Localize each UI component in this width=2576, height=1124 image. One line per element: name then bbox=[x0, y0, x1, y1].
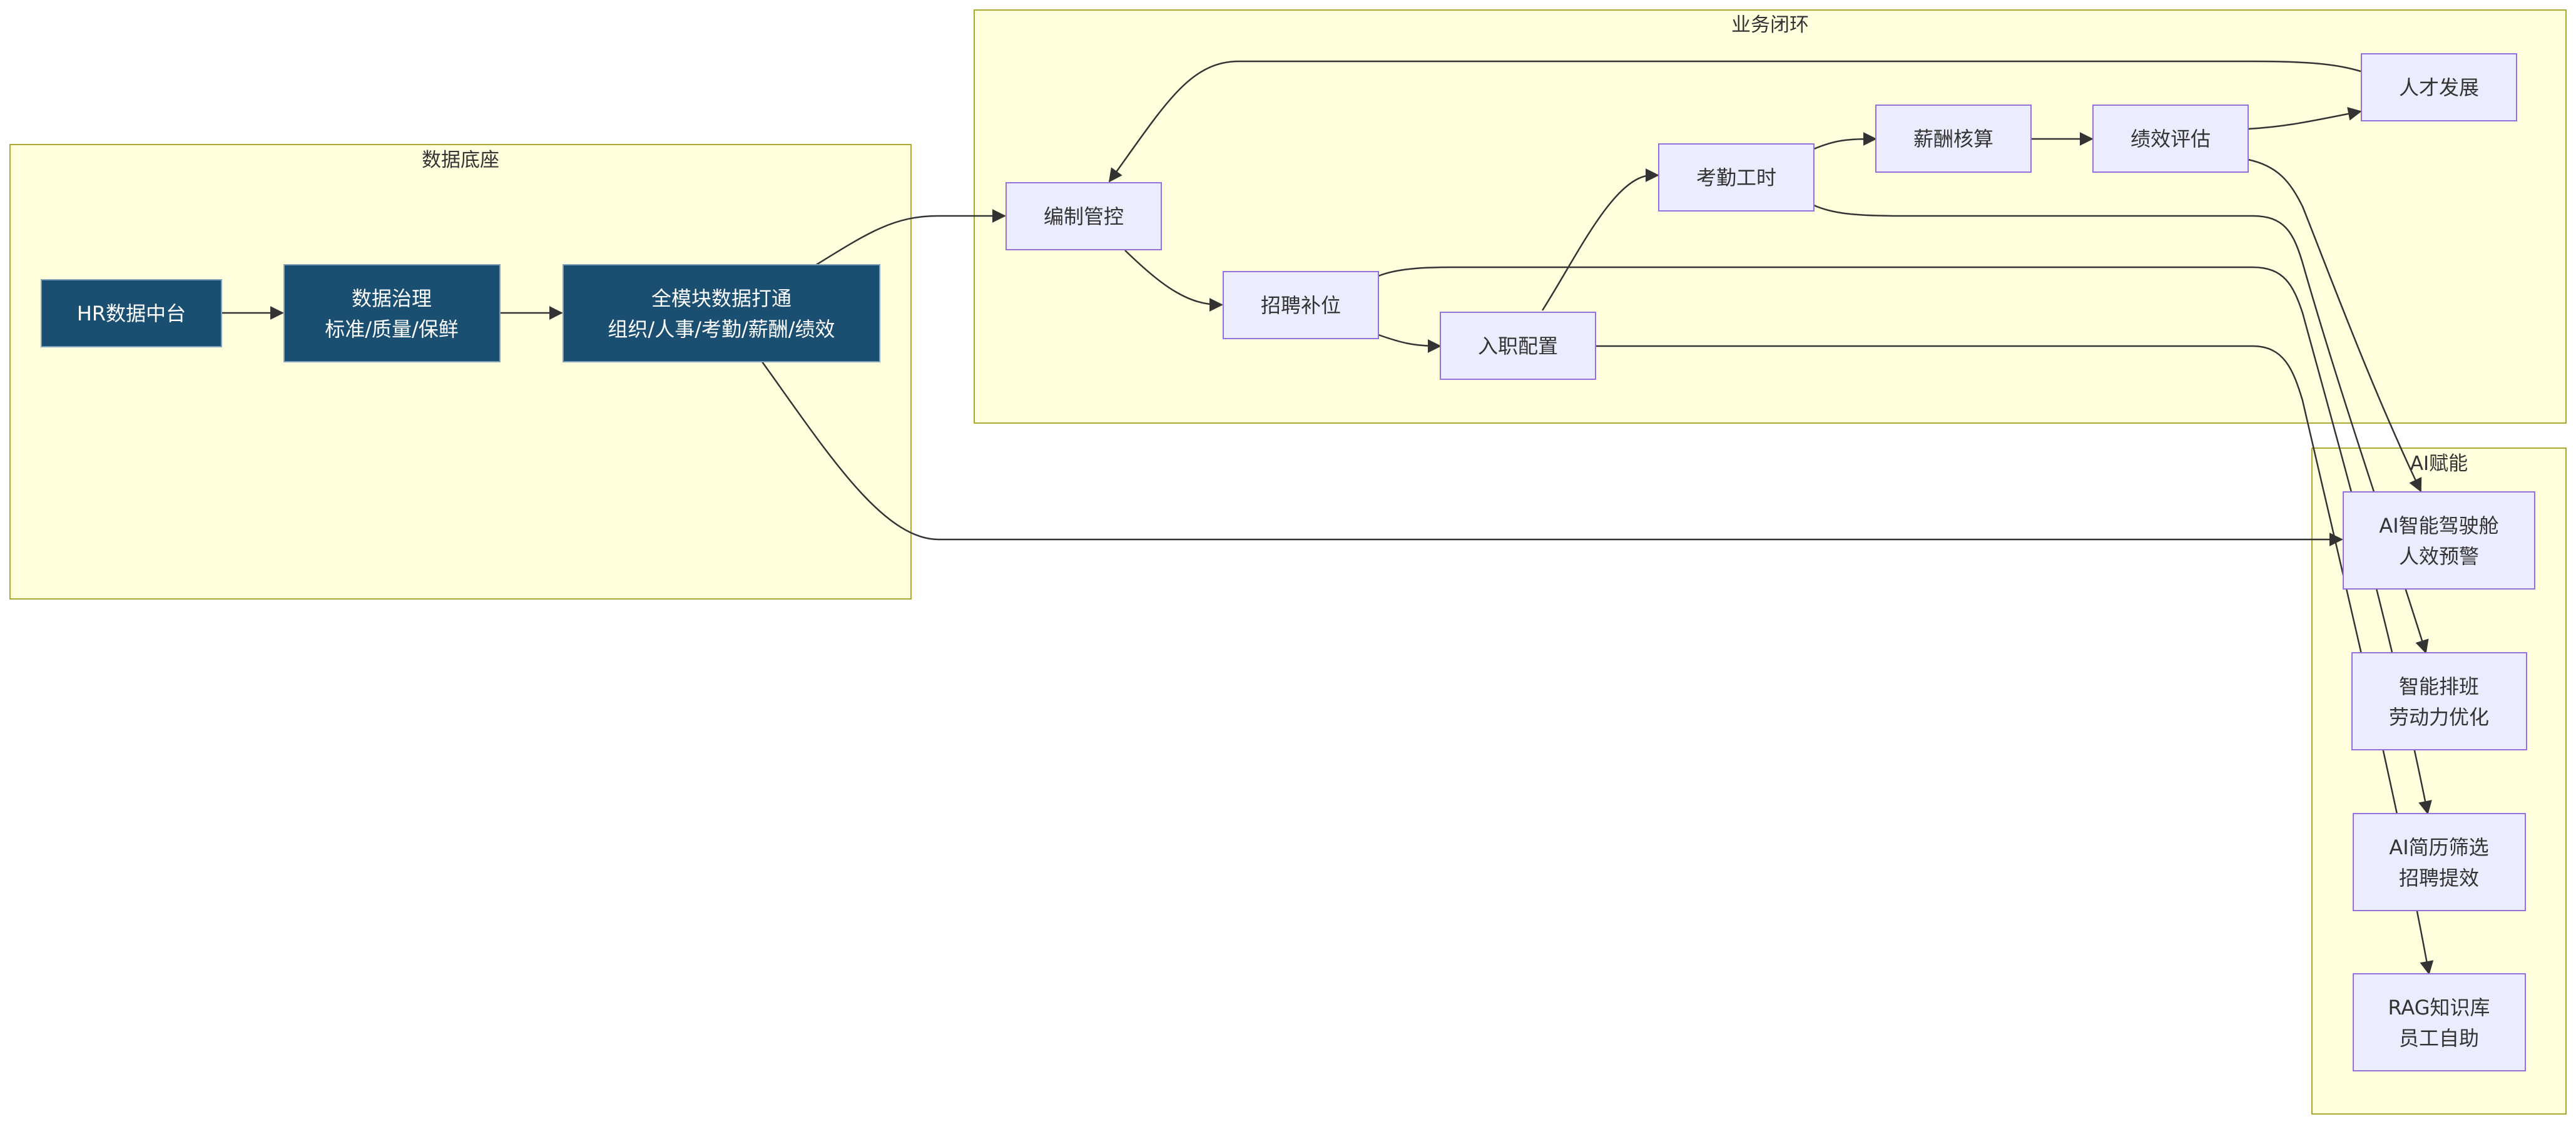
node-hr-data-platform-label: HR数据中台 bbox=[77, 302, 186, 325]
cluster-ai-enable-label: AI赋能 bbox=[2410, 452, 2468, 475]
edge-talent-to-headcount bbox=[1108, 60, 2361, 183]
node-ai-resume-screening-label-1: AI简历筛选 bbox=[2389, 835, 2488, 859]
node-rag-knowledge-base-label-2: 员工自助 bbox=[2399, 1026, 2479, 1050]
node-full-module-data[interactable]: 全模块数据打通 组织/人事/考勤/薪酬/绩效 bbox=[563, 264, 880, 362]
edge-onboarding-to-attendance bbox=[1541, 168, 1659, 311]
node-full-module-data-label-2: 组织/人事/考勤/薪酬/绩效 bbox=[608, 317, 835, 341]
cluster-business-loop-label: 业务闭环 bbox=[1731, 14, 1809, 36]
node-data-governance[interactable]: 数据治理 标准/质量/保鲜 bbox=[283, 264, 501, 362]
node-ai-cockpit[interactable]: AI智能驾驶舱 人效预警 bbox=[2343, 491, 2535, 590]
cluster-business-loop: 业务闭环 bbox=[974, 9, 2567, 424]
node-ai-cockpit-label-2: 人效预警 bbox=[2399, 544, 2479, 568]
node-performance-eval-label: 绩效评估 bbox=[2131, 127, 2211, 151]
node-rag-knowledge-base[interactable]: RAG知识库 员工自助 bbox=[2353, 973, 2526, 1071]
node-smart-scheduling[interactable]: 智能排班 劳动力优化 bbox=[2351, 652, 2527, 750]
node-attendance-hours-label: 考勤工时 bbox=[1696, 166, 1776, 190]
edge-recruit-to-resume bbox=[1378, 266, 2432, 815]
edge-fullmodule-to-headcount bbox=[815, 209, 1006, 267]
node-ai-resume-screening[interactable]: AI简历筛选 招聘提效 bbox=[2353, 813, 2526, 911]
cluster-data-base-label: 数据底座 bbox=[422, 149, 499, 171]
edge-recruit-to-onboarding bbox=[1378, 334, 1442, 353]
node-attendance-hours[interactable]: 考勤工时 bbox=[1658, 143, 1815, 212]
edge-headcount-to-recruit bbox=[1124, 250, 1223, 312]
edge-fullmodule-to-cockpit bbox=[761, 361, 2343, 546]
node-payroll-calc[interactable]: 薪酬核算 bbox=[1875, 105, 2032, 173]
edge-attendance-to-payroll bbox=[1813, 132, 1877, 150]
node-recruit-fill[interactable]: 招聘补位 bbox=[1223, 271, 1379, 339]
edge-performance-to-talent bbox=[2248, 106, 2362, 130]
node-headcount-control[interactable]: 编制管控 bbox=[1005, 182, 1162, 250]
node-data-governance-label-2: 标准/质量/保鲜 bbox=[325, 317, 459, 341]
node-onboarding-config[interactable]: 入职配置 bbox=[1440, 312, 1596, 380]
node-smart-scheduling-label-2: 劳动力优化 bbox=[2389, 705, 2489, 729]
node-ai-cockpit-label-1: AI智能驾驶舱 bbox=[2379, 514, 2498, 538]
node-hr-data-platform[interactable]: HR数据中台 bbox=[41, 279, 222, 347]
node-payroll-calc-label: 薪酬核算 bbox=[1913, 127, 1993, 151]
cluster-data-base: 数据底座 bbox=[9, 144, 912, 600]
node-onboarding-config-label: 入职配置 bbox=[1478, 334, 1558, 358]
edge-onboarding-to-rag bbox=[1596, 345, 2434, 975]
node-recruit-fill-label: 招聘补位 bbox=[1261, 294, 1341, 317]
node-full-module-data-label-1: 全模块数据打通 bbox=[651, 287, 792, 310]
node-talent-development-label: 人才发展 bbox=[2399, 76, 2479, 100]
node-rag-knowledge-base-label-1: RAG知识库 bbox=[2388, 996, 2490, 1019]
node-talent-development[interactable]: 人才发展 bbox=[2361, 53, 2517, 121]
edge-performance-to-cockpit bbox=[2248, 158, 2422, 493]
node-smart-scheduling-label-1: 智能排班 bbox=[2399, 675, 2479, 698]
node-ai-resume-screening-label-2: 招聘提效 bbox=[2399, 866, 2479, 890]
node-data-governance-label-1: 数据治理 bbox=[352, 287, 432, 310]
node-headcount-control-label: 编制管控 bbox=[1044, 205, 1124, 228]
node-performance-eval[interactable]: 绩效评估 bbox=[2092, 105, 2249, 173]
